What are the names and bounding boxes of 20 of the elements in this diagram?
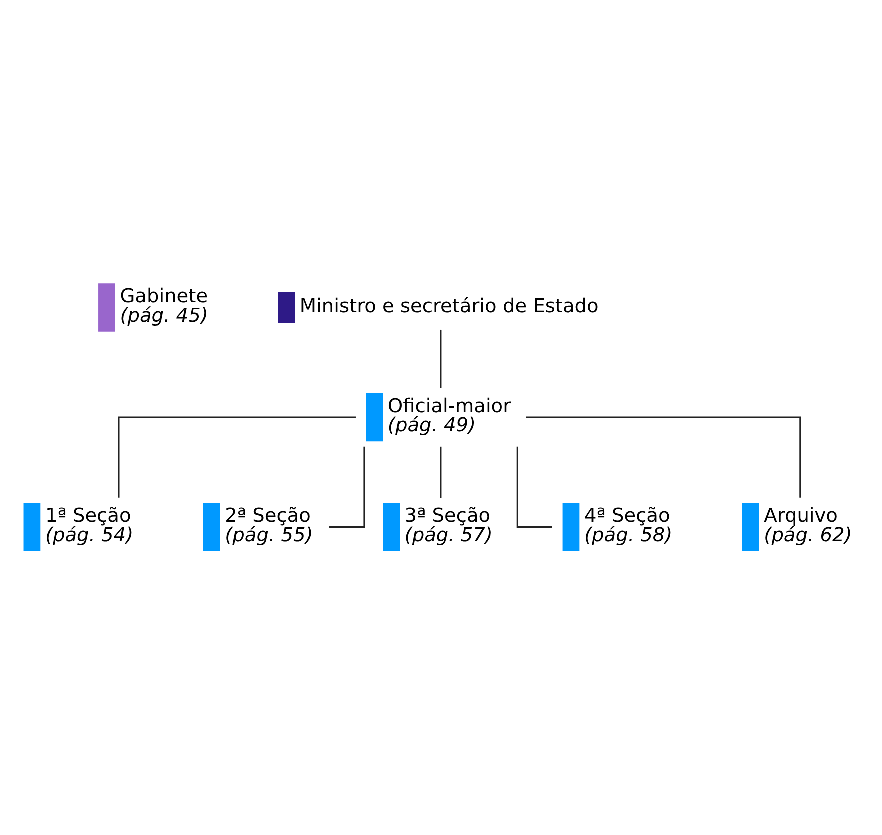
connector: [526, 416, 802, 498]
node-label: 4ª Seção: [584, 504, 670, 528]
node-label: 1ª Seção: [45, 504, 132, 528]
node-label: 2ª Seção: [225, 504, 311, 528]
node-box: [98, 284, 116, 332]
connector: [440, 330, 442, 388]
node-box: [278, 292, 296, 324]
node-box: [742, 503, 760, 552]
connector: [118, 416, 356, 498]
node-box: [24, 503, 41, 552]
node-box: [203, 503, 220, 552]
node-label: Ministro e secretário de Estado: [300, 294, 599, 318]
node-box: [562, 503, 580, 552]
node-box: [366, 393, 384, 442]
connector: [516, 446, 552, 528]
node-label: 3ª Seção: [404, 504, 491, 528]
connector: [440, 446, 442, 498]
node-box: [383, 503, 400, 552]
connector: [330, 446, 366, 528]
node-label: Arquivo: [764, 504, 838, 528]
